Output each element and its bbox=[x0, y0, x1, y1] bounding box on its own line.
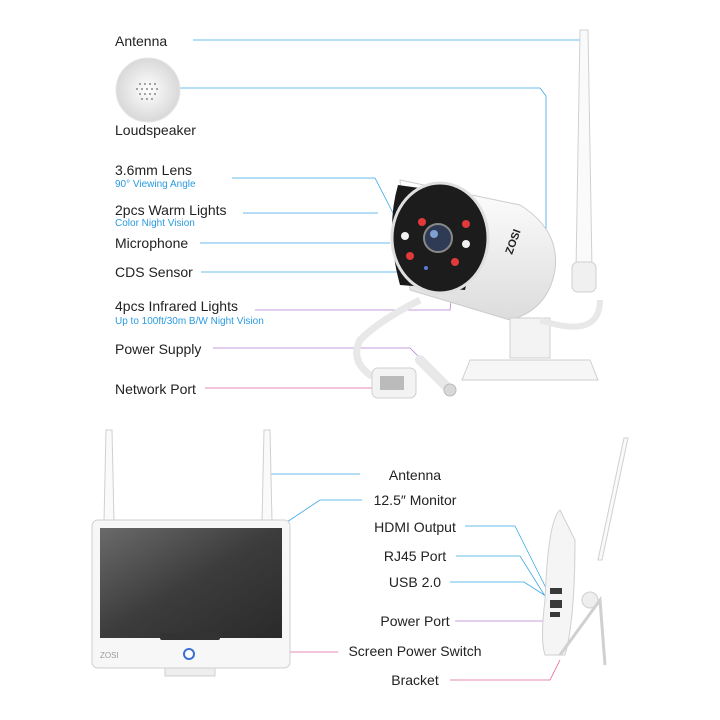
leader-rj45 bbox=[456, 555, 551, 605]
label-monitor-antenna: Antenna bbox=[388, 467, 442, 483]
monitor-antennas bbox=[103, 429, 273, 523]
monitor-side-view bbox=[542, 437, 629, 666]
label-warm-lights-sub: Color Night Vision bbox=[115, 218, 195, 229]
label-loudspeaker: Loudspeaker bbox=[115, 122, 196, 138]
monitor-brand-logo: ZOSI bbox=[100, 651, 119, 660]
loudspeaker-detail bbox=[115, 57, 181, 123]
camera-cables bbox=[353, 296, 603, 399]
label-cds-sensor: CDS Sensor bbox=[115, 264, 193, 280]
camera-body: ZOSI bbox=[390, 179, 557, 321]
label-screen-switch: Screen Power Switch bbox=[348, 643, 482, 659]
leader-bracket bbox=[450, 659, 561, 681]
camera-mount bbox=[461, 317, 599, 381]
label-microphone: Microphone bbox=[115, 235, 189, 251]
monitor-body: ZOSI bbox=[91, 519, 291, 677]
label-infrared-sub: Up to 100ft/30m B/W Night Vision bbox=[115, 316, 264, 327]
label-power-port: Power Port bbox=[380, 613, 450, 629]
label-hdmi: HDMI Output bbox=[374, 519, 456, 535]
label-infrared: 4pcs Infrared Lights bbox=[115, 298, 238, 314]
label-lens: 3.6mm Lens bbox=[115, 162, 193, 178]
leader-loudspeaker bbox=[180, 87, 547, 238]
label-warm-lights: 2pcs Warm Lights bbox=[115, 202, 227, 218]
label-rj45: RJ45 Port bbox=[383, 548, 447, 564]
label-camera-antenna: Antenna bbox=[115, 33, 168, 49]
label-power-supply: Power Supply bbox=[115, 341, 202, 357]
label-usb: USB 2.0 bbox=[388, 574, 442, 590]
label-lens-sub: 90° Viewing Angle bbox=[115, 179, 196, 190]
leader-usb bbox=[450, 581, 553, 601]
leader-lens bbox=[232, 177, 394, 214]
label-monitor: 12.5″ Monitor bbox=[373, 492, 457, 508]
camera-antenna bbox=[571, 29, 597, 293]
label-bracket: Bracket bbox=[391, 672, 439, 688]
leader-hdmi bbox=[465, 525, 549, 593]
label-network-port: Network Port bbox=[115, 381, 196, 397]
